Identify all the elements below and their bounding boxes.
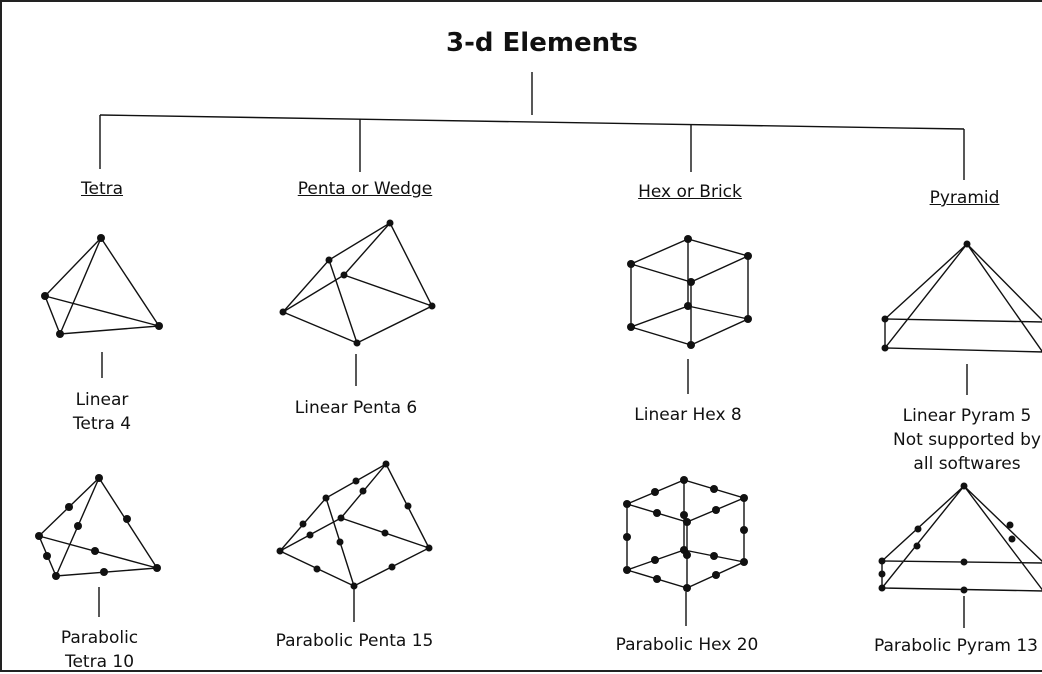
- label-parabolic-tetra-10: Parabolic Tetra 10: [47, 626, 152, 674]
- label-line: Tetra 4: [52, 412, 152, 436]
- linear-hex-8-element: [627, 235, 752, 349]
- label-parabolic-hex-20: Parabolic Hex 20: [607, 633, 767, 657]
- category-pyramid: Pyramid: [917, 188, 1012, 208]
- tree-connectors: [100, 72, 964, 180]
- parabolic-tetra-10-element: [35, 474, 161, 580]
- label-line: Linear: [52, 388, 152, 412]
- label-line: Not supported by: [887, 428, 1042, 452]
- category-tetra: Tetra: [72, 179, 132, 199]
- label-linear-tetra-4: Linear Tetra 4: [52, 388, 152, 436]
- category-penta-or-wedge: Penta or Wedge: [290, 179, 440, 199]
- parabolic-penta-15-element: [277, 461, 433, 590]
- label-line: Parabolic Pyram 13: [868, 634, 1042, 658]
- root-bar: [100, 115, 964, 129]
- label-line: Linear Pyram 5: [887, 404, 1042, 428]
- category-hex-or-brick: Hex or Brick: [630, 182, 750, 202]
- label-line: Linear Hex 8: [623, 403, 753, 427]
- label-line: Parabolic Hex 20: [607, 633, 767, 657]
- diagram-title: 3-d Elements: [392, 28, 692, 58]
- label-linear-pyram-5: Linear Pyram 5 Not supported by all soft…: [887, 404, 1042, 476]
- label-parabolic-penta-15: Parabolic Penta 15: [267, 629, 442, 653]
- label-line: all softwares: [887, 452, 1042, 476]
- parabolic-hex-20-element: [623, 476, 748, 592]
- label-connectors: [99, 352, 967, 628]
- linear-tetra-4-element: [41, 234, 163, 338]
- label-linear-penta-6: Linear Penta 6: [281, 396, 431, 420]
- label-line: Linear Penta 6: [281, 396, 431, 420]
- label-line: Tetra 10: [47, 650, 152, 674]
- label-line: Parabolic Penta 15: [267, 629, 442, 653]
- linear-pyram-5-element: [882, 241, 1042, 355]
- label-line: Parabolic: [47, 626, 152, 650]
- label-parabolic-pyram-13: Parabolic Pyram 13: [868, 634, 1042, 658]
- label-linear-hex-8: Linear Hex 8: [623, 403, 753, 427]
- parabolic-pyram-13-element: [879, 483, 1042, 594]
- linear-penta-6-element: [280, 220, 436, 347]
